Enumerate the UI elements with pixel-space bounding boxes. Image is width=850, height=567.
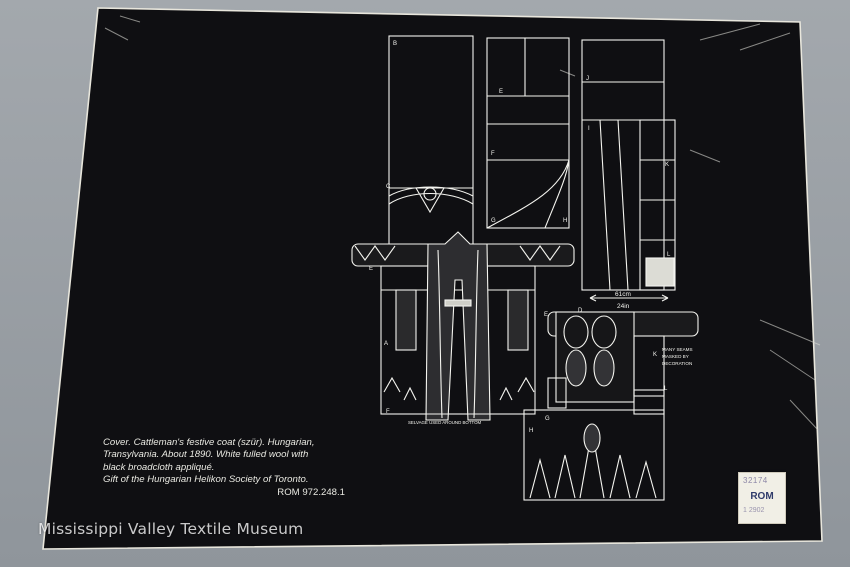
label-h2: H — [529, 428, 533, 434]
label-e2: E — [369, 266, 373, 272]
label-i: I — [588, 126, 590, 132]
cover-caption: Cover. Cattleman's festive coat (szür). … — [103, 437, 353, 499]
selvage-note: SELVAGE USED AROUND BOTTOM — [408, 420, 482, 425]
sticker-accession: 32174 — [743, 476, 768, 485]
label-b: B — [393, 41, 397, 47]
seam-note-2: MASKED BY — [662, 354, 689, 359]
scuff-marks — [104, 15, 821, 431]
label-a: A — [384, 341, 388, 347]
sticker-code: 1 2902 — [743, 507, 765, 514]
label-h: H — [563, 218, 567, 224]
caption-line-2: Transylvania. About 1890. White fulled w… — [103, 449, 309, 461]
label-l: L — [667, 252, 671, 258]
caption-line-4: Gift of the Hungarian Helikon Society of… — [103, 474, 309, 486]
sticker-label: ROM — [750, 491, 774, 502]
label-d: D — [578, 308, 583, 314]
label-l2: L — [664, 386, 668, 392]
caption-line-3: black broadcloth appliqué. — [103, 461, 215, 473]
museum-sticker: 32174 ROM 1 2902 — [738, 472, 786, 524]
label-g2: G — [545, 416, 550, 422]
label-e1: E — [499, 89, 503, 95]
seam-note-3: DECORATION — [662, 361, 692, 366]
diagram-labels: B C E F G H J I K L E A F E D K L H G 61… — [369, 41, 693, 434]
label-k1: K — [665, 162, 669, 168]
label-c: C — [386, 184, 391, 190]
label-j: J — [586, 76, 589, 82]
label-k2: K — [653, 352, 657, 358]
label-f1: F — [491, 151, 495, 157]
watermark: Mississippi Valley Textile Museum — [38, 520, 304, 538]
label-g: G — [491, 218, 496, 224]
seam-note-1: MANY SEAMS — [662, 347, 693, 352]
measure-cm: 61cm — [615, 291, 631, 298]
label-e3: E — [544, 312, 548, 318]
pattern-diagram — [351, 35, 699, 501]
catalog-number: ROM 972.248.1 — [277, 486, 345, 498]
measure-in: 24in — [617, 303, 630, 310]
label-f2: F — [386, 409, 390, 415]
caption-line-1: Cover. Cattleman's festive coat (szür). … — [103, 437, 315, 448]
